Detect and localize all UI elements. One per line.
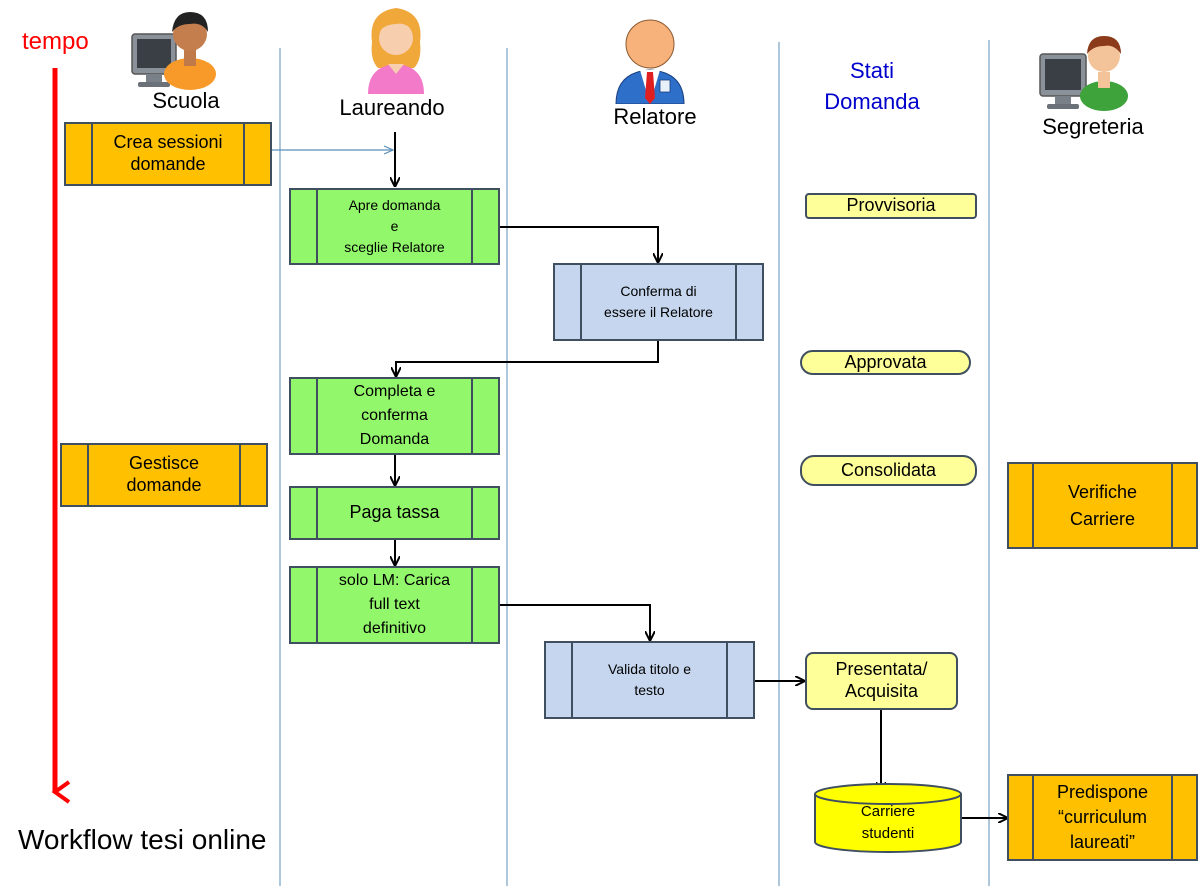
state-consolidata: Consolidata (800, 455, 977, 486)
diagram-title: Workflow tesi online (18, 824, 267, 855)
lane-title-stati-domanda: Stati Domanda (824, 58, 920, 114)
segreteria-user-computer-icon (1039, 36, 1128, 111)
state-presentata-acquisita: Presentata/Acquisita (805, 652, 958, 710)
connector-conferma-to-completa (396, 341, 659, 376)
relatore-professor-icon (615, 19, 685, 104)
lane-title-segreteria: Segreteria (1042, 114, 1144, 139)
state-approvata: Approvata (800, 350, 971, 375)
lane-title-laureando: Laureando (339, 95, 445, 120)
scuola-user-computer-icon (131, 12, 216, 90)
lane-title-relatore: Relatore (613, 104, 697, 129)
connector-apre-to-conferma (499, 226, 658, 262)
state-provvisoria: Provvisoria (805, 193, 977, 219)
timeline-label: tempo (22, 28, 89, 55)
task-paga-tassa: Paga tassa (289, 486, 500, 540)
connector-carica-to-valida (499, 604, 650, 640)
lane-title-scuola: Scuola (152, 88, 220, 113)
laureando-female-student-icon (368, 8, 424, 94)
database-carriere-shape (814, 783, 962, 853)
